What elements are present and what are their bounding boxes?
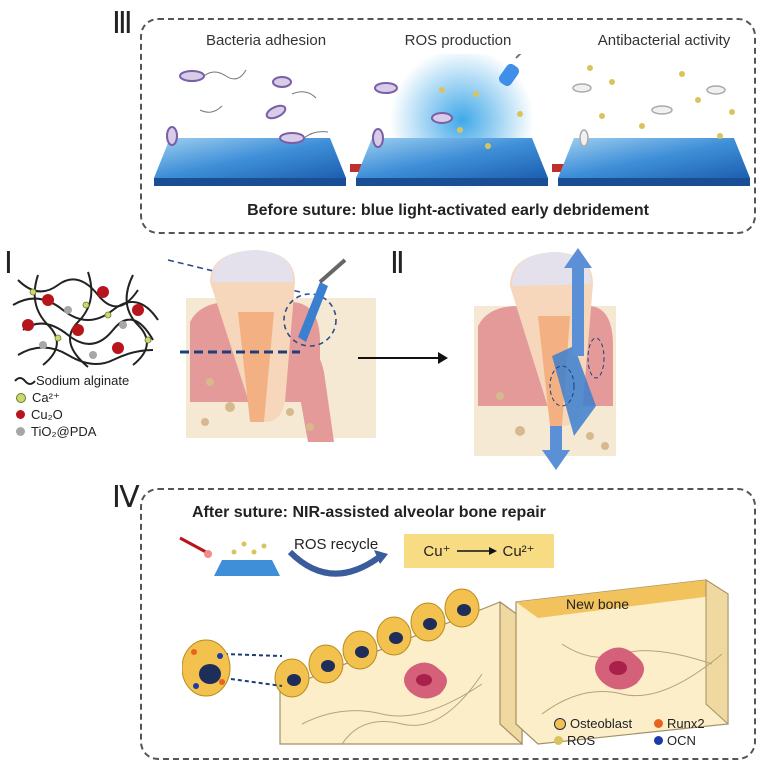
network-legend: Sodium alginate Ca²⁺ Cu₂O TiO₂@PDA bbox=[14, 372, 129, 440]
ros-dots-3 bbox=[587, 65, 735, 139]
blue-double-arrow-icon bbox=[542, 248, 592, 470]
legend-item-cu2o: Cu₂O bbox=[14, 406, 129, 423]
dot-icon bbox=[654, 719, 663, 728]
cu-plus-label: Cu⁺ bbox=[423, 543, 451, 560]
cu-conversion-box: Cu⁺ Cu²⁺ bbox=[404, 534, 554, 568]
laser-pointer-icon bbox=[179, 536, 212, 558]
legend-item-ca: Ca²⁺ bbox=[14, 389, 129, 406]
legend-label: Sodium alginate bbox=[36, 373, 130, 388]
stage-label-ros-production: ROS production bbox=[404, 32, 512, 49]
osteoblast-icon bbox=[554, 717, 566, 730]
panel-IV-legend: Osteoblast Runx2 ROS OCN bbox=[554, 716, 750, 748]
legend-item-sodium-alginate: Sodium alginate bbox=[14, 372, 129, 389]
bacteria-group-2 bbox=[372, 82, 453, 148]
dot-icon bbox=[554, 736, 563, 745]
osteocyte-right bbox=[595, 647, 644, 690]
hydrogel-network-illustration bbox=[12, 271, 159, 368]
zoomed-osteoblast bbox=[182, 639, 231, 697]
tooth-injection-illustration bbox=[167, 250, 376, 442]
legend-item-ros: ROS bbox=[554, 733, 654, 748]
bacteria-flagella-1 bbox=[199, 69, 329, 139]
ros-recycle-label: ROS recycle bbox=[294, 536, 379, 553]
legend-item-osteoblast: Osteoblast bbox=[554, 716, 654, 731]
legend-label: TiO₂@PDA bbox=[31, 424, 97, 439]
dot-icon bbox=[654, 736, 663, 745]
legend-label: Runx2 bbox=[667, 716, 705, 731]
arrow-right-icon bbox=[456, 547, 497, 555]
bacteria-group-1 bbox=[166, 70, 305, 146]
section-label-I: Ⅰ bbox=[4, 247, 13, 280]
legend-label: Osteoblast bbox=[570, 716, 633, 731]
nir-laser-illustration bbox=[179, 536, 280, 576]
scaffold-sheet-2 bbox=[356, 138, 548, 186]
tooth-scaffold-illustration bbox=[474, 248, 616, 470]
blue-led-icon bbox=[498, 54, 522, 87]
stage-label-antibacterial-activity: Antibacterial activity bbox=[597, 32, 731, 49]
dot-icon bbox=[16, 410, 25, 419]
scaffold-sheet-3 bbox=[558, 138, 750, 186]
legend-label: OCN bbox=[667, 733, 696, 748]
wave-icon bbox=[14, 376, 36, 385]
section-label-II: Ⅱ bbox=[390, 247, 405, 280]
legend-label: Cu₂O bbox=[31, 407, 63, 422]
dead-bacteria-3 bbox=[572, 83, 726, 147]
arrow-right-icon bbox=[358, 352, 448, 364]
section-label-III: Ⅲ bbox=[112, 7, 133, 40]
panel-IV-caption: After suture: NIR-assisted alveolar bone… bbox=[192, 504, 546, 521]
ros-dots-2 bbox=[439, 87, 523, 149]
bone-repair-illustration bbox=[182, 579, 729, 746]
osteocyte-left bbox=[404, 662, 447, 699]
panel-III-illustration bbox=[154, 54, 750, 192]
section-label-IV: Ⅳ bbox=[112, 481, 140, 514]
panel-after-suture: After suture: NIR-assisted alveolar bone… bbox=[140, 488, 756, 760]
stage-label-bacteria-adhesion: Bacteria adhesion bbox=[205, 32, 327, 49]
ros-recycle-arrow-icon bbox=[287, 549, 388, 577]
legend-label: ROS bbox=[567, 733, 596, 748]
legend-label: Ca²⁺ bbox=[32, 389, 60, 405]
legend-item-ocn: OCN bbox=[654, 733, 750, 748]
cu-2plus-label: Cu²⁺ bbox=[502, 543, 535, 560]
new-bone-label: New bone bbox=[566, 596, 630, 612]
scaffold-sheet-1 bbox=[154, 138, 346, 186]
legend-item-tio2-pda: TiO₂@PDA bbox=[14, 423, 129, 440]
legend-item-runx2: Runx2 bbox=[654, 716, 750, 731]
dot-icon bbox=[16, 392, 26, 403]
panel-III-caption: Before suture: blue light-activated earl… bbox=[247, 202, 649, 219]
syringe-icon bbox=[298, 258, 347, 342]
osteoblast-row bbox=[274, 588, 480, 698]
panel-before-suture: Bacteria adhesion ROS production Antibac… bbox=[140, 18, 756, 234]
dot-icon bbox=[16, 427, 25, 436]
